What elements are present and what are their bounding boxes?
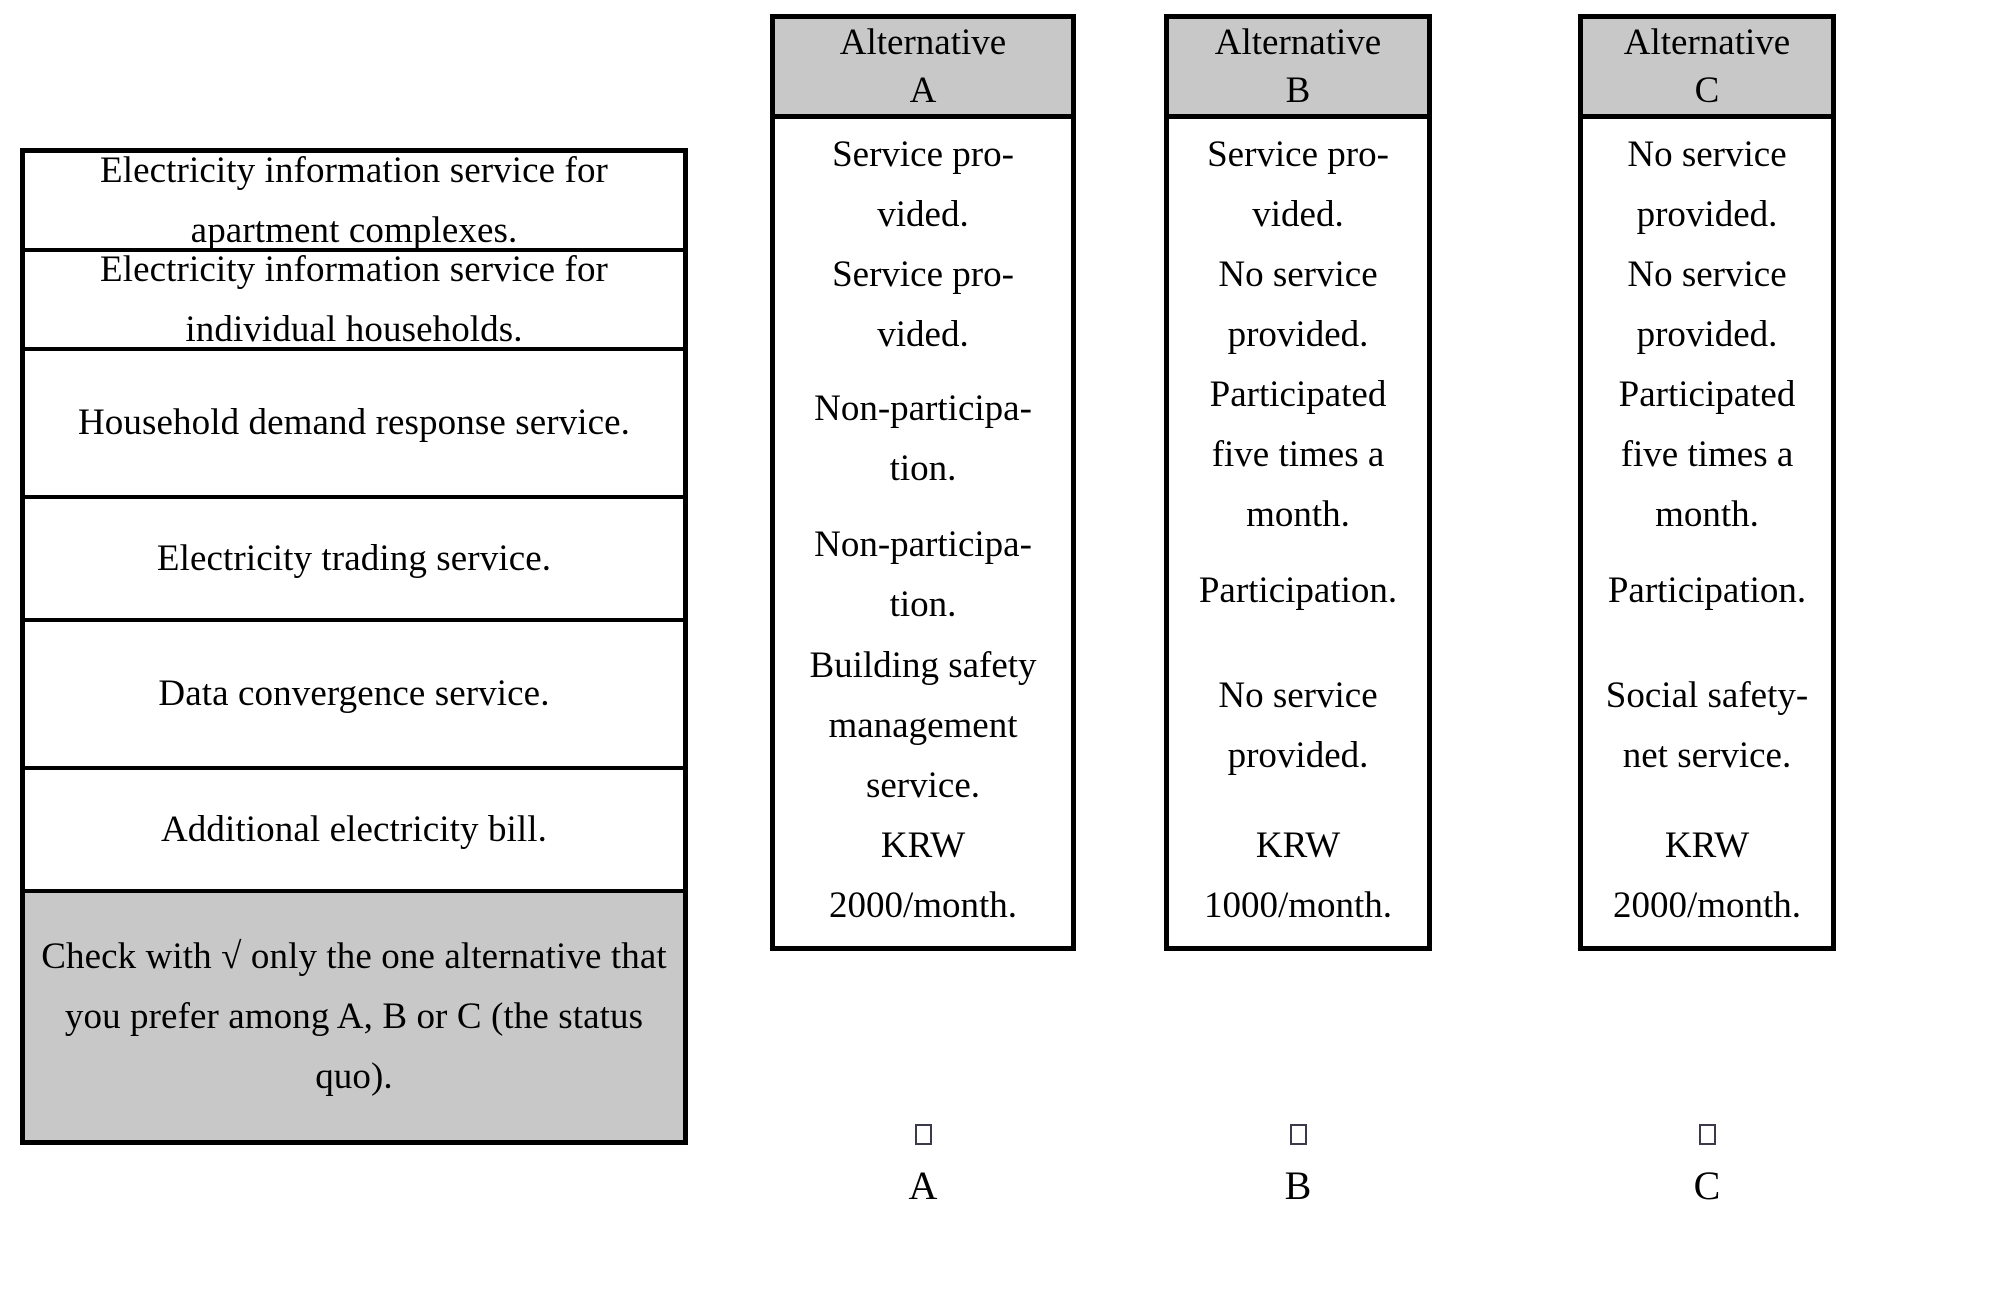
alternative-cell-line: No service (1218, 675, 1378, 716)
alternative-cell: No service provided. (1583, 125, 1831, 245)
choice-option-b[interactable]: B (1164, 1124, 1432, 1207)
alternative-cell-line: vided. (1252, 194, 1344, 235)
checkbox-c[interactable] (1698, 1124, 1716, 1145)
alternative-cell-line: tion. (889, 448, 957, 489)
alternative-cell-line: Building safety (809, 645, 1037, 686)
attribute-row: Check with √ only the one alternative th… (25, 893, 683, 1140)
alternative-cell: Participated five times a month. (1583, 365, 1831, 545)
alternative-cell: Service pro-vided. (775, 245, 1071, 365)
alternative-cell-line: provided. (1227, 314, 1369, 355)
attribute-row: Electricity information service for apar… (25, 150, 683, 252)
alternative-cell: Social safety-net service. (1583, 636, 1831, 816)
alternative-cell: Participated five times a month. (1169, 365, 1427, 545)
alternative-cell: Non-participa-tion. (775, 365, 1071, 513)
alternative-cell: No service provided. (1169, 245, 1427, 365)
alternative-cell-line: 2000/month. (828, 885, 1018, 926)
choice-label-a: A (908, 1163, 938, 1208)
alternative-cell: KRW 2000/month. (775, 816, 1071, 936)
alternative-cell-line: No service (1627, 254, 1787, 295)
attribute-row: Electricity information service for indi… (25, 249, 683, 351)
alternative-cell: Building safety management service. (775, 636, 1071, 816)
attribute-row: Household demand response service. (25, 351, 683, 499)
alternative-cell-line: KRW (880, 825, 966, 866)
alternative-header-letter: B (1285, 69, 1311, 111)
choice-option-a[interactable]: A (770, 1124, 1076, 1207)
alternative-cell-line: five times a (1620, 434, 1794, 475)
attribute-label: Electricity trading service. (156, 537, 552, 579)
alternative-cell: Non-participa-tion. (775, 513, 1071, 636)
alternative-cell: KRW 2000/month. (1583, 816, 1831, 936)
attribute-label: Data convergence service. (158, 673, 550, 714)
alternative-cell-line: Participated (1618, 374, 1796, 415)
alternative-cell: Service pro-vided. (1169, 125, 1427, 245)
alternative-cell-line: Non-participa- (814, 388, 1032, 429)
alternative-body: Service pro-vided.Service pro-vided.Non-… (770, 119, 1076, 951)
alternative-cell: Participation. (1169, 545, 1427, 636)
checkbox-a[interactable] (914, 1124, 932, 1145)
attribute-row: Electricity trading service. (25, 499, 683, 622)
alternative-cell-line: Participation. (1607, 569, 1807, 611)
alternative-cell-line: vided. (877, 194, 969, 235)
choice-option-c[interactable]: C (1578, 1124, 1836, 1207)
choice-label-b: B (1284, 1163, 1312, 1208)
alternative-cell-line: 2000/month. (1612, 885, 1802, 926)
attribute-label: Additional electricity bill. (160, 808, 548, 850)
alternative-cell-line: Service pro- (832, 254, 1014, 295)
attribute-label: Check with √ only the one alternative th… (41, 935, 667, 1097)
alternative-cell-line: No service (1627, 134, 1787, 175)
alternative-cell-line: KRW (1255, 825, 1341, 866)
alternative-cell-line: service. (865, 765, 981, 806)
choice-label-c: C (1693, 1163, 1721, 1208)
attribute-label: Electricity information service for indi… (100, 248, 608, 350)
alternative-cell: Participation. (1583, 545, 1831, 636)
alternative-cell-line: Service pro- (1207, 134, 1389, 175)
alternative-header-word: Alternative (839, 21, 1007, 63)
checkbox-b[interactable] (1289, 1124, 1307, 1145)
alternative-cell-line: month. (1655, 494, 1759, 535)
alternative-cell-line: five times a (1211, 434, 1385, 475)
attribute-label: Electricity information service for apar… (100, 149, 608, 251)
attribute-table: Electricity information service for apar… (20, 148, 688, 1145)
alternative-cell: No service provided. (1169, 636, 1427, 816)
alternative-cell: No service provided. (1583, 245, 1831, 365)
alternative-cell-line: provided. (1636, 194, 1778, 235)
alternative-header-letter: C (1694, 69, 1720, 111)
alternative-cell-line: management (828, 705, 1018, 746)
alternative-body: Service pro-vided. No service provided. Par… (1164, 119, 1432, 951)
alternative-cell-line: provided. (1636, 314, 1778, 355)
alternative-cell-line: KRW (1664, 825, 1750, 866)
alternative-cell-line: 1000/month. (1203, 885, 1393, 926)
alternative-header-word: Alternative (1623, 21, 1791, 63)
alternative-cell-line: Participated (1209, 374, 1387, 415)
alternative-body: No service provided. No service provided. Pa… (1578, 119, 1836, 951)
alternative-cell-line: Service pro- (832, 134, 1014, 175)
alternative-header-letter: A (909, 69, 937, 111)
alternative-cell-line: provided. (1227, 735, 1369, 776)
attribute-row: Data convergence service. (25, 622, 683, 770)
alternative-cell-line: month. (1246, 494, 1350, 535)
alternative-cell: KRW 1000/month. (1169, 816, 1427, 936)
attribute-label: Household demand response service. (77, 402, 631, 443)
attribute-row: Additional electricity bill. (25, 770, 683, 893)
alternative-cell-line: vided. (877, 314, 969, 355)
alternative-cell: Service pro-vided. (775, 125, 1071, 245)
alternative-cell-line: Social safety- (1605, 675, 1809, 716)
alternative-header-word: Alternative (1214, 21, 1382, 63)
alternative-cell-line: net service. (1622, 735, 1792, 776)
alternative-cell-line: No service (1218, 254, 1378, 295)
alternative-cell-line: Non-participa- (814, 523, 1032, 565)
alternative-cell-line: Participation. (1198, 569, 1398, 611)
alternative-cell-line: tion. (889, 583, 957, 625)
